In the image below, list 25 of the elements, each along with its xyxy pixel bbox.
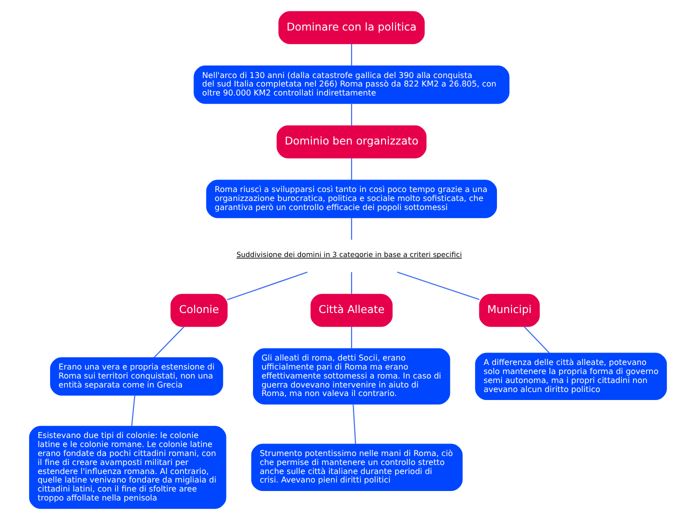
connector [351,104,352,126]
connector [397,272,480,300]
node-box: Municipi [479,294,540,327]
connector [351,326,352,349]
connector [351,44,352,66]
node-box: Strumento potentissimo nelle mani di Roma, ciò che permise di mantenere un controllo stretto anche sulle città italiane durante periodi di crisi. Avevano pieni diritti politici [251,444,463,492]
node-box: Esistevano due tipi di colonie: le colonie latine e le colonie romane. Le colonie latine erano fondate da pochi cittadini romani, con il fine di creare avamposti militari per estendere l'influenza romana. Al contrario, quelle latine venivano fondare da migliaia di cittadini latini, con il fine di sfoltire aree troppo affollate nella penisola [29,426,226,509]
node-box: Roma riuscì a svilupparsi così tanto in così poco tempo grazie a una organizzazione burocratica, politica e sociale molto sofisticata, che garantiva però un controllo efficacie dei popoli sottomessi [206,180,497,218]
connector [524,326,550,354]
connector [351,158,352,180]
connector [131,395,136,426]
connector [227,272,308,300]
connector [351,272,352,294]
node-box: Colonie [170,294,228,327]
node-box: Dominio ben organizzato [276,125,426,158]
node-box: Città Alleate [310,294,393,327]
node-text: Suddivisione dei domini in 3 categorie in base a criteri specifici [236,250,462,259]
node-box: Dominare con la politica [278,11,425,44]
node-box: Gli alleati di roma, detti Socii, erano ufficialmente pari di Roma ma erano effettivamente sottomessi a roma. In caso di guerra dovevano intervenire in aiuto di Roma, ma non valeva il contrario. [253,348,450,404]
connector [352,404,356,444]
connector [154,326,185,358]
connector [351,218,352,240]
node-box: Nell'arco di 130 anni (dalla catastrofe gallica del 390 alla conquista del sud Italia completata nel 266) Roma passò da 822 KM2 a 26.805, con oltre 90.000 KM2 controllati indirettamente [194,66,510,104]
node-box: A differenza delle città alleate, potevano solo mantenere la propria forma di governo semi autonoma, ma i propri cittadini non avevano alcun diritto politico [475,352,667,400]
node-box: Erano una vera e propria estensione di Roma sui territori conquistati, non una entità separata come in Grecia [50,357,224,396]
